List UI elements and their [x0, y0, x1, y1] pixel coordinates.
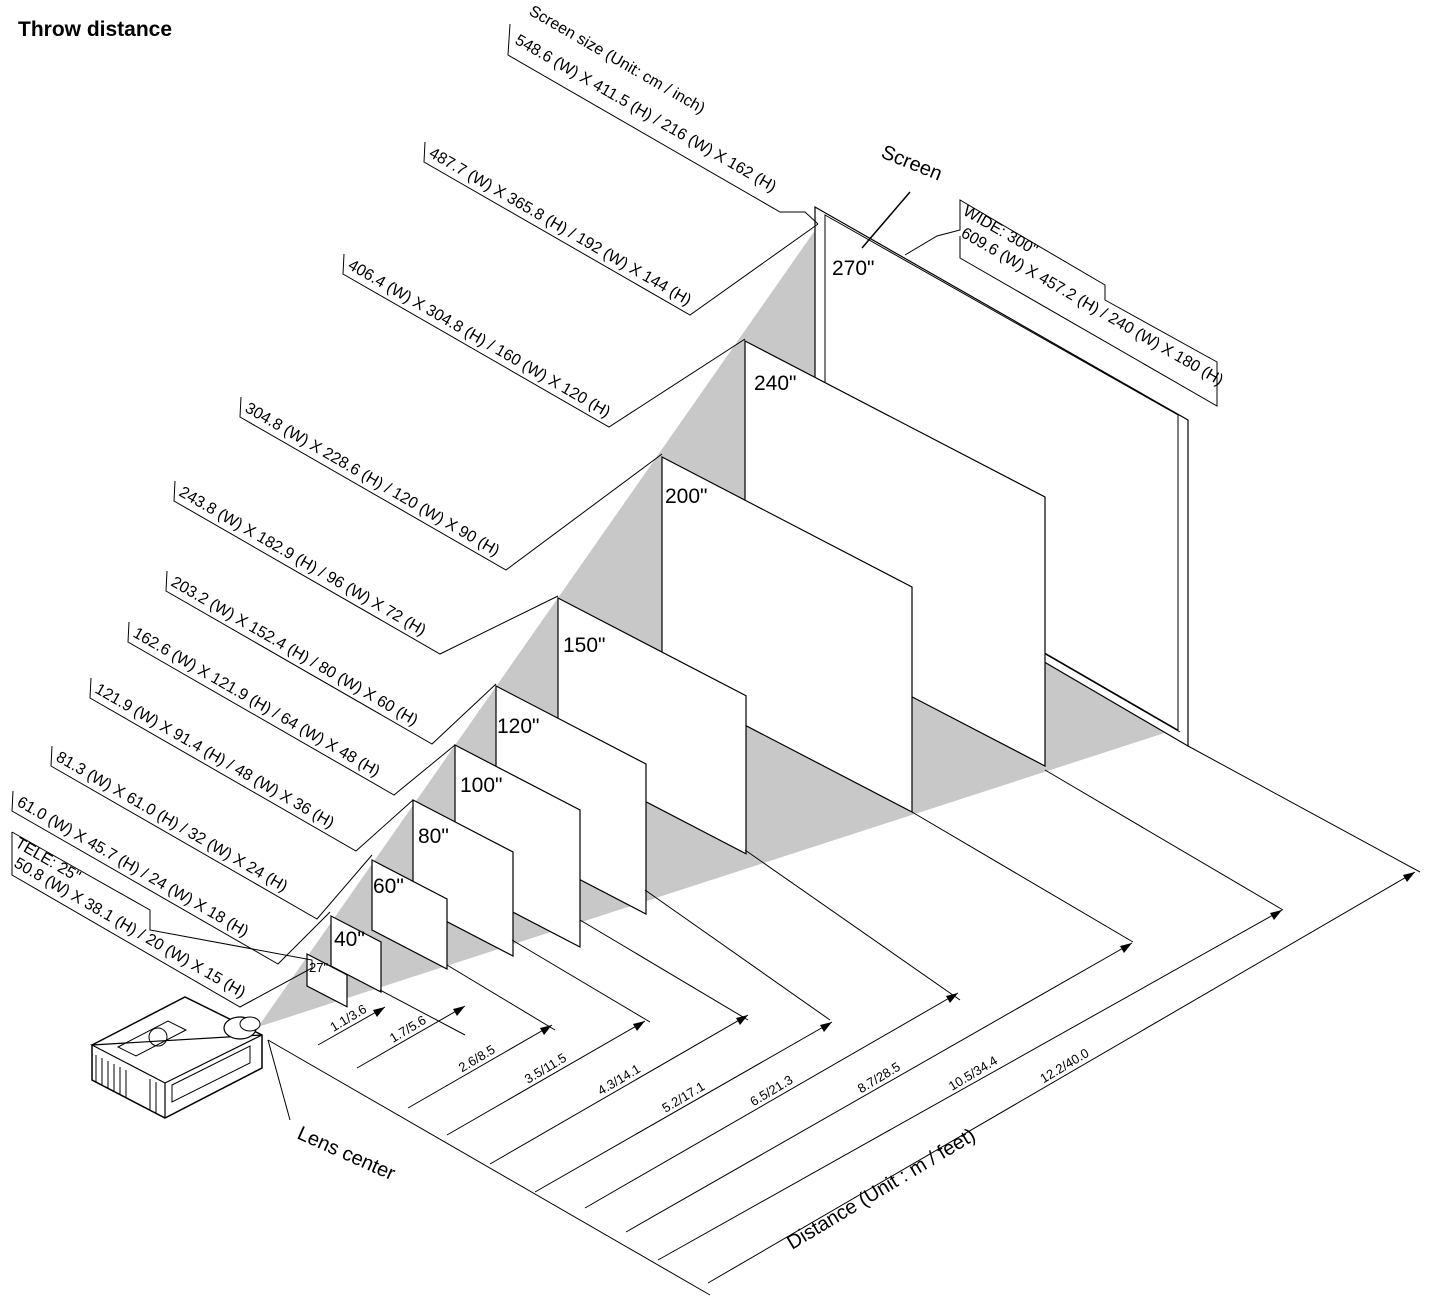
- screen-label: Screen: [878, 141, 945, 185]
- screen-size-label: 100": [460, 774, 503, 797]
- screen-size-label: 270": [832, 257, 875, 280]
- screen-size-label: 150": [563, 634, 606, 657]
- screen-dims-leader: [11, 790, 331, 965]
- distance-line: [584, 992, 959, 1209]
- distance-guide-line: [1044, 769, 1284, 911]
- distance-line: [707, 871, 1416, 1284]
- screen-dims-leader: [423, 141, 819, 316]
- page-title: Throw distance: [18, 18, 173, 41]
- distance-guide-line: [644, 889, 831, 1021]
- distance-line: [356, 1005, 466, 1069]
- screen-size-label: 200": [665, 485, 708, 508]
- lens-center-leader: [267, 1039, 291, 1121]
- distance-guide-line: [379, 989, 466, 1036]
- screen-dims-leader: [127, 621, 456, 796]
- distance-guide-line: [579, 919, 749, 1021]
- distance-label: 1.1/3.6: [327, 1001, 369, 1034]
- distance-arrowhead: [633, 1021, 645, 1031]
- screen-size-label: 240": [754, 372, 797, 395]
- screen-dims-label: 487.7 (W) X 365.8 (H) / 192 (W) X 144 (H…: [426, 145, 694, 310]
- screen-dims-leader: [165, 570, 497, 745]
- screen-panel: [371, 859, 448, 970]
- screen-dims-leader: [342, 253, 746, 428]
- distance-guide-line: [744, 849, 961, 1001]
- distance-line: [657, 909, 1283, 1261]
- distance-axis-label: Distance (Unit : m / feet): [783, 1124, 979, 1254]
- distance-guide-line: [1187, 745, 1421, 873]
- tele-dims: 50.8 (W) X 38.1 (H) / 20 (W) X 15 (H): [11, 855, 248, 1002]
- distance-arrowhead: [540, 1025, 552, 1035]
- screen-dims-leader: [239, 396, 663, 571]
- screen-panel: [557, 597, 747, 855]
- distance-line: [407, 1024, 553, 1109]
- top-dims-label: 548.6 (W) X 411.5 (H) / 216 (W) X 162 (H…: [512, 32, 779, 196]
- distance-arrowhead: [1403, 872, 1415, 882]
- distance-line: [317, 1006, 386, 1046]
- distance-arrowhead: [820, 1022, 832, 1032]
- screen-dims-leader: [50, 745, 373, 920]
- screen-dims-leader: [173, 480, 559, 655]
- distance-label: 12.2/40.0: [1037, 1045, 1091, 1086]
- distance-line: [446, 1020, 646, 1136]
- screen-dims-label: 162.6 (W) X 121.9 (H) / 64 (W) X 48 (H): [130, 625, 383, 781]
- distance-baseline: [267, 1039, 711, 1296]
- distance-arrowhead: [736, 1015, 748, 1025]
- distance-line: [489, 1014, 749, 1165]
- distance-line: [625, 942, 1133, 1233]
- distance-guide-line: [511, 939, 651, 1023]
- screen-size-label: 120": [497, 715, 540, 738]
- distance-arrowhead: [946, 993, 958, 1003]
- screen-label-leader: [861, 191, 911, 249]
- distance-arrowhead: [373, 1007, 385, 1017]
- distance-label: 1.7/5.6: [387, 1012, 429, 1045]
- screen-dims-leader: [89, 677, 414, 852]
- distance-arrowhead: [1120, 943, 1132, 953]
- wide-callout: [904, 199, 1218, 407]
- screen-size-label: 60": [373, 875, 404, 898]
- screen-size-label: 27": [309, 960, 328, 975]
- lens-center-label: Lens center: [294, 1122, 399, 1185]
- distance-arrowhead: [1270, 910, 1282, 920]
- distance-guide-line: [446, 964, 556, 1031]
- screen-size-label: 40": [334, 928, 365, 951]
- distance-line: [534, 1021, 833, 1193]
- screen-dims-label: 243.8 (W) X 182.9 (H) / 96 (W) X 72 (H): [176, 484, 429, 640]
- projector-icon: [89, 996, 263, 1119]
- distance-label: 2.6/8.5: [456, 1042, 498, 1075]
- screens-group: 27" 40" 60" 80" 100" 120" 150" 200" 240" 270": [306, 257, 1046, 1008]
- distance-guide-line: [911, 811, 1134, 943]
- screen-dims-label: 406.4 (W) X 304.8 (H) / 160 (W) X 120 (H…: [345, 257, 613, 422]
- screen-panel: [330, 915, 382, 993]
- screen-panel: [306, 953, 348, 1008]
- screen-size-label: 80": [418, 825, 449, 848]
- screen-dims-label: 121.9 (W) X 91.4 (H) / 48 (W) X 36 (H): [92, 681, 337, 832]
- top-dims-box: [507, 23, 819, 225]
- distance-arrowhead: [453, 1006, 465, 1016]
- screen-dims-label: 304.8 (W) X 228.6 (H) / 120 (W) X 90 (H): [242, 400, 502, 560]
- tele-callout: [11, 831, 313, 1008]
